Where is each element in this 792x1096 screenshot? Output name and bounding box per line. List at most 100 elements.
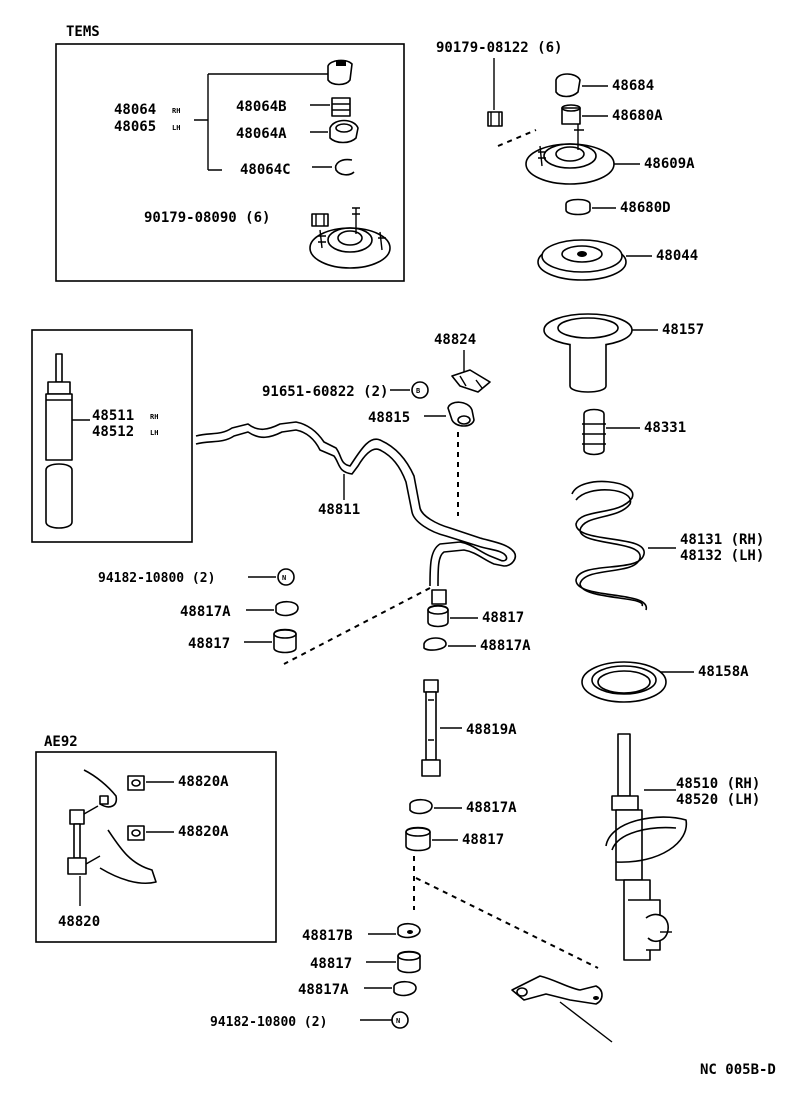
- part-48817a-left: [275, 600, 299, 617]
- label-48064b: 48064B: [236, 99, 287, 115]
- label-48065: 48065: [114, 119, 156, 135]
- ae92-group-label: AE92: [44, 734, 78, 750]
- label-48510: 48510 (RH): [676, 776, 760, 792]
- part-48811-stabilizer-bar: [195, 421, 517, 587]
- label-48819a: 48819A: [466, 722, 517, 738]
- part-48820a-nut-1: [127, 775, 145, 791]
- label-90179-08122: 90179-08122 (6): [436, 40, 562, 56]
- shock-box: [31, 329, 193, 543]
- bracket-48064: [194, 73, 330, 171]
- part-link-end: [431, 589, 447, 605]
- label-48817a-right2: 48817A: [466, 800, 517, 816]
- part-48820a-nut-2: [127, 825, 145, 841]
- label-48817b: 48817B: [302, 928, 353, 944]
- part-48817a-right2: [409, 798, 433, 815]
- label-48511: 48511: [92, 408, 134, 424]
- part-48817-bottom: [397, 950, 421, 974]
- label-48824: 48824: [434, 332, 476, 348]
- part-48684-cap: [555, 73, 581, 98]
- tems-group-label: TEMS: [66, 24, 100, 40]
- label-48512: 48512: [92, 424, 134, 440]
- label-48817-bottom: 48817: [310, 956, 352, 972]
- label-48511-side: RH: [150, 413, 158, 421]
- ae92-group: AE92 48820A 48820A 48820: [35, 734, 277, 943]
- part-48064a-bushing: [329, 119, 359, 144]
- part-48820-link: [67, 769, 157, 884]
- ae92-box: [35, 751, 277, 943]
- n-mark-top: N: [277, 568, 295, 586]
- part-48817b: [397, 922, 421, 939]
- part-90179-08090-nut: [311, 213, 329, 227]
- part-48680d-washer: [565, 198, 591, 216]
- part-48817-right1: [427, 604, 449, 628]
- label-48044: 48044: [656, 248, 698, 264]
- label-48817-right1: 48817: [482, 610, 524, 626]
- label-48520: 48520 (LH): [676, 792, 760, 808]
- label-48064c: 48064C: [240, 162, 291, 178]
- label-48817a-left: 48817A: [180, 604, 231, 620]
- label-48064: 48064: [114, 102, 156, 118]
- label-90179-08090: 90179-08090 (6): [144, 210, 270, 226]
- label-48815: 48815: [368, 410, 410, 426]
- label-94182-bottom: 94182-10800 (2): [210, 1015, 327, 1030]
- label-48820a-1: 48820A: [178, 774, 229, 790]
- label-48609a: 48609A: [644, 156, 695, 172]
- part-48157-boot: [543, 313, 633, 393]
- label-91651-60822: 91651-60822 (2): [262, 384, 388, 400]
- part-steering-knuckle: [511, 975, 613, 1043]
- shock-group: 48511 RH 48512 LH: [31, 329, 193, 543]
- part-48064c-clip: [334, 158, 355, 176]
- label-48131: 48131 (RH): [680, 532, 764, 548]
- b-mark: B: [411, 381, 429, 399]
- part-48815-bushing: [447, 401, 475, 427]
- label-48064-side: RH: [172, 107, 180, 115]
- label-48680a: 48680A: [612, 108, 663, 124]
- tems-box: [55, 43, 405, 282]
- part-tems-support: [309, 207, 391, 269]
- label-48132: 48132 (LH): [680, 548, 764, 564]
- part-coil-spring: [571, 480, 647, 611]
- part-48817-right2: [405, 826, 431, 852]
- label-48820: 48820: [58, 914, 100, 930]
- n-mark-bottom-text: N: [396, 1017, 400, 1025]
- part-48817-left: [273, 628, 297, 654]
- label-48817a-right1: 48817A: [480, 638, 531, 654]
- part-48064-cap: [327, 59, 353, 86]
- n-mark-bottom: N: [391, 1011, 409, 1029]
- label-94182-top: 94182-10800 (2): [98, 571, 215, 586]
- part-48044-seat: [537, 239, 627, 281]
- part-48158a-insulator: [581, 661, 667, 703]
- label-48065-side: LH: [172, 124, 180, 132]
- part-48331-bumper: [582, 408, 606, 456]
- tems-group: TEMS 48064 RH 48065 LH 48064B 48064A 480…: [55, 24, 405, 282]
- part-48511-shock: [45, 353, 73, 529]
- label-48817-right2: 48817: [462, 832, 504, 848]
- part-48819a-link-rod: [421, 679, 441, 777]
- part-48817a-bottom: [393, 980, 417, 997]
- label-48680d: 48680D: [620, 200, 671, 216]
- label-48820a-2: 48820A: [178, 824, 229, 840]
- label-48157: 48157: [662, 322, 704, 338]
- label-48512-side: LH: [150, 429, 158, 437]
- part-90179-08122-nut: [487, 111, 503, 127]
- part-48817a-right1: [423, 637, 447, 651]
- label-48158a: 48158A: [698, 664, 749, 680]
- part-48680a-bushing: [561, 104, 581, 125]
- dashline-link-left: [283, 587, 431, 665]
- label-48331: 48331: [644, 420, 686, 436]
- diagram-code: NC 005B-D: [700, 1062, 776, 1078]
- part-48609a-support: [525, 124, 615, 185]
- b-mark-text: B: [416, 387, 420, 395]
- part-48064b-bushing: [331, 97, 351, 117]
- label-48064a: 48064A: [236, 126, 287, 142]
- label-48817a-bottom: 48817A: [298, 982, 349, 998]
- label-48811: 48811: [318, 502, 360, 518]
- label-48817-left: 48817: [188, 636, 230, 652]
- label-48684: 48684: [612, 78, 654, 94]
- dashline-nut-support: [497, 129, 537, 147]
- dashline-stabilizer-knuckle: [415, 877, 599, 969]
- n-mark-top-text: N: [282, 574, 286, 582]
- part-48824-bracket: [451, 369, 491, 393]
- part-strut-assembly: [605, 733, 688, 961]
